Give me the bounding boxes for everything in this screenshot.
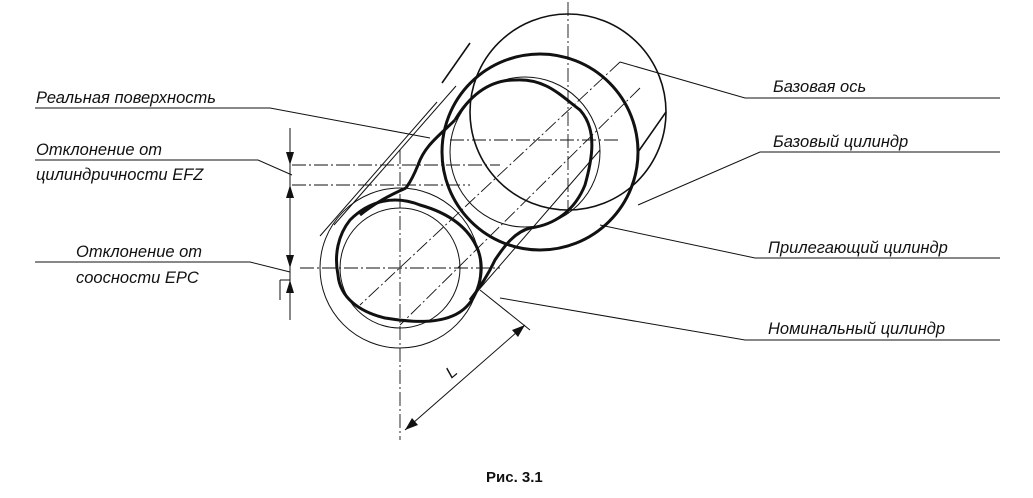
base-cylinder-label: Базовый цилиндр [773,133,908,151]
coaxiality-deviation-label-1: Отклонение от [76,243,202,261]
nominal-cylinder-label: Номинальный цилиндр [768,320,945,338]
coaxiality-deviation-label-2: соосности EPC [76,269,199,287]
leader-lines [35,61,1000,341]
base-axis-label: Базовая ось [773,78,866,96]
figure-caption: Рис. 3.1 [486,469,543,486]
adjacent-cylinder-label: Прилегающий цилиндр [768,239,948,257]
efz-dimension [279,128,294,320]
cylindricity-deviation-label-1: Отклонение от [36,141,162,159]
base-cylinder [440,13,667,252]
cylindricity-deviation-label-2: цилиндричности EFZ [36,166,204,184]
real-surface [335,78,594,323]
real-surface-label: Реальная поверхность [36,89,216,107]
axis-lines [292,2,641,440]
length-label: L [442,362,461,382]
labels: Реальная поверхность Отклонение от цилин… [36,78,948,486]
